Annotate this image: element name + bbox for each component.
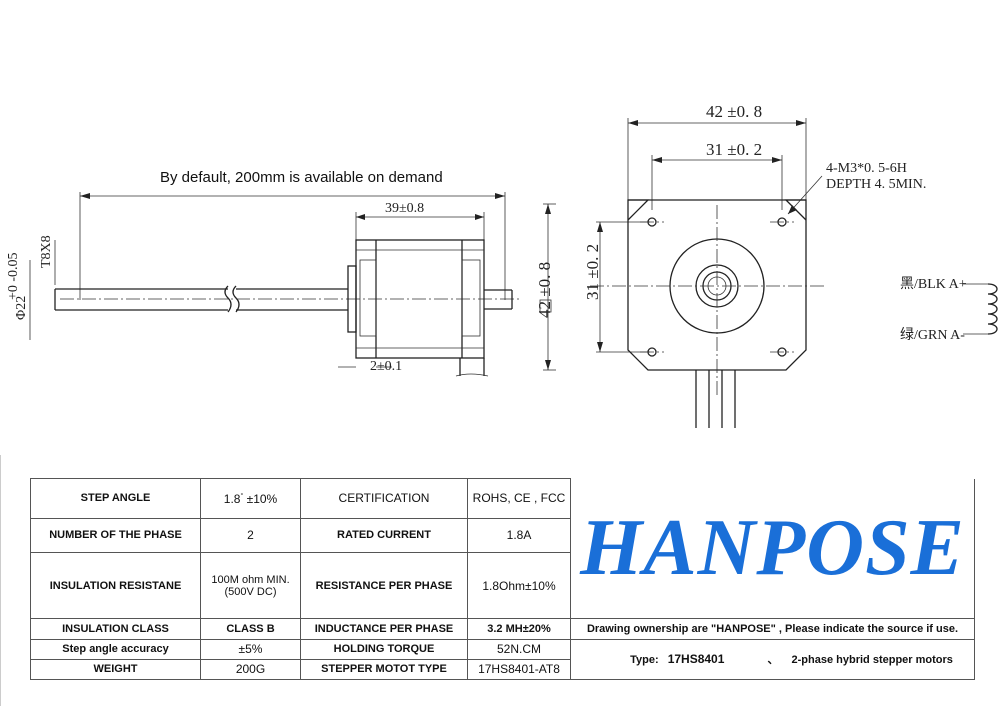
spec-table: STEP ANGLE 1.8° ±10% CERTIFICATION ROHS,…	[30, 478, 975, 681]
spec-value: 52N.CM	[467, 638, 571, 660]
spec-label: INDUCTANCE PER PHASE	[300, 618, 468, 640]
type-value: 17HS8401	[667, 651, 725, 666]
spec-label: STEPPER MOTOT TYPE	[300, 658, 468, 681]
degree-mark: °	[240, 493, 244, 501]
motor-technical-drawing: 39±0.8 T8X8 Φ22 +0 -0.05	[6, 102, 998, 428]
dim-39: 39±0.8	[385, 201, 424, 216]
spec-label: RESISTANCE PER PHASE	[300, 552, 468, 620]
spec-label: WEIGHT	[30, 658, 201, 681]
spec-value: ±5%	[200, 638, 301, 660]
type-description: 2-phase hybrid stepper motors	[791, 653, 953, 666]
spec-label: CERTIFICATION	[300, 478, 468, 519]
hanpose-logo: HANPOSE	[580, 504, 965, 593]
spec-label: NUMBER OF THE PHASE	[30, 517, 201, 554]
spec-value: 1.8A	[467, 517, 571, 554]
dim-t8x8: T8X8	[39, 235, 54, 268]
spec-label: Step angle accuracy	[30, 638, 201, 660]
table-row: INSULATION CLASS CLASS B INDUCTANCE PER …	[30, 618, 975, 640]
spec-value: 100M ohm MIN. (500V DC)	[200, 552, 301, 620]
type-label: Type:	[630, 653, 659, 666]
type-separator: 、	[767, 653, 779, 666]
dim-w42: 42 ±0. 8	[706, 102, 762, 121]
table-row: Step angle accuracy ±5% HOLDING TORQUE 5…	[30, 638, 975, 681]
spec-value: 2	[200, 517, 301, 554]
table-row: WEIGHT 200G STEPPER MOTOT TYPE 17HS8401-…	[30, 658, 975, 681]
spec-value: 200G	[200, 658, 301, 681]
table-row: INSULATION RESISTANE 100M ohm MIN. (500V…	[30, 552, 975, 620]
table-row: NUMBER OF THE PHASE 2 RATED CURRENT 1.8A	[30, 517, 975, 554]
dim-dia22: Φ22	[14, 296, 29, 320]
spec-label: INSULATION RESISTANE	[30, 552, 201, 620]
spec-value: 1.8° ±10%	[200, 478, 301, 519]
spec-label: STEP ANGLE	[30, 478, 201, 519]
wire-blk-label: 黑/BLK A+	[900, 277, 967, 292]
type-cell: Type: 17HS8401 、 2-phase hybrid stepper …	[570, 638, 975, 681]
spec-label: RATED CURRENT	[300, 517, 468, 554]
logo-cell: HANPOSE	[570, 478, 975, 620]
dim-w31: 31 ±0. 2	[706, 140, 762, 159]
depth-label: DEPTH 4. 5MIN.	[826, 177, 926, 192]
table-row: STEP ANGLE 1.8° ±10% CERTIFICATION ROHS,…	[30, 478, 975, 620]
spec-value: 3.2 MH±20%	[467, 618, 571, 640]
dim-dia22-tol: +0 -0.05	[6, 252, 21, 300]
step-angle-value: 1.8° ±10%	[223, 492, 278, 507]
front-view: 42 ±0. 8 31 ±0. 2 4-M3*0. 5-6H DEPTH 4. …	[535, 102, 926, 428]
page-edge	[0, 455, 1, 706]
wire-grn-label: 绿/GRN A-	[900, 327, 965, 343]
spec-value: ROHS, CE , FCC	[467, 478, 571, 519]
spec-value: 17HS8401-AT8	[467, 658, 571, 681]
spec-value: 1.8Ohm±10%	[467, 552, 571, 620]
spec-label: HOLDING TORQUE	[300, 638, 468, 660]
ownership-note: Drawing ownership are "HANPOSE" , Please…	[570, 618, 975, 640]
spec-label: INSULATION CLASS	[30, 618, 201, 640]
thread-label: 4-M3*0. 5-6H	[826, 161, 907, 176]
spec-value: CLASS B	[200, 618, 301, 640]
default-length-note: By default, 200mm is available on demand	[160, 169, 443, 186]
dim-h31: 31 ±0. 2	[583, 244, 602, 300]
dim-2: 2±0.1	[370, 359, 402, 374]
wiring-schematic: 黑/BLK A+ 绿/GRN A-	[900, 277, 998, 343]
side-view: 39±0.8 T8X8 Φ22 +0 -0.05	[6, 192, 520, 377]
